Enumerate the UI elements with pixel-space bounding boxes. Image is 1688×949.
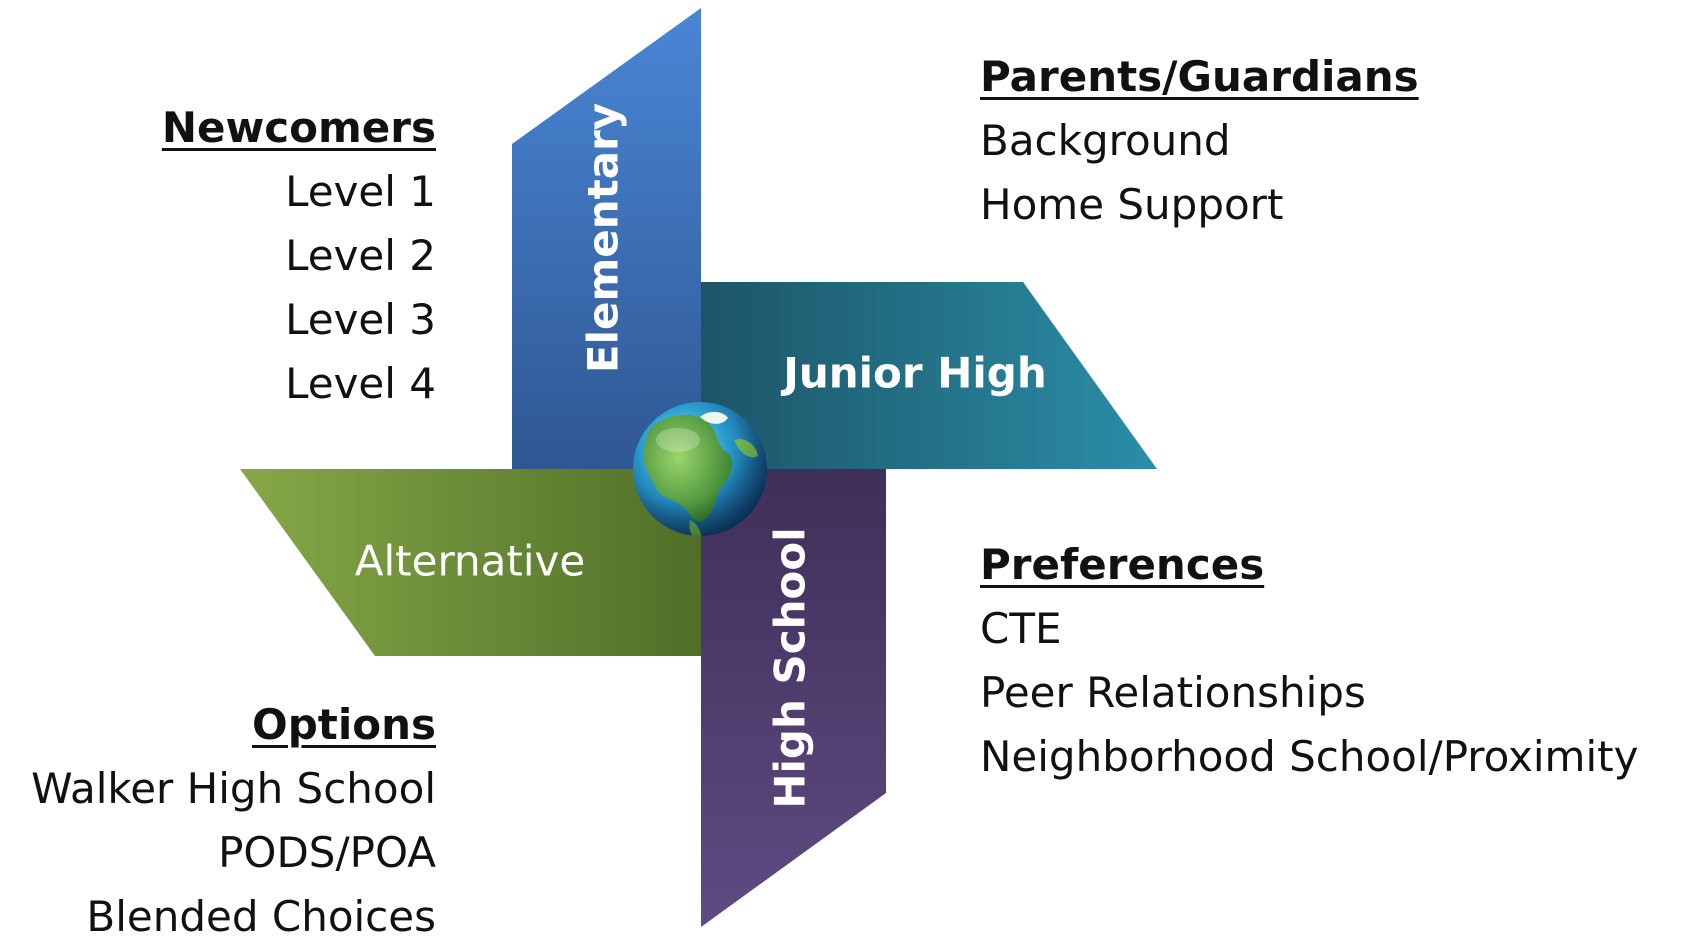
preferences-item: Neighborhood School/Proximity bbox=[980, 732, 1639, 781]
high-school-blade bbox=[701, 469, 886, 927]
parents-item: Home Support bbox=[980, 180, 1284, 229]
options-item: PODS/POA bbox=[218, 828, 436, 877]
newcomers-item: Level 1 bbox=[285, 167, 436, 216]
alternative-blade bbox=[240, 469, 701, 656]
options-item: Walker High School bbox=[31, 764, 436, 813]
options-block: Options Walker High School PODS/POA Blen… bbox=[31, 693, 436, 949]
high-school-label: High School bbox=[766, 527, 815, 808]
elementary-blade bbox=[512, 8, 701, 469]
parents-heading: Parents/Guardians bbox=[980, 52, 1419, 101]
junior-high-blade bbox=[701, 282, 1157, 469]
parents-item: Background bbox=[980, 116, 1231, 165]
preferences-item: CTE bbox=[980, 604, 1062, 653]
newcomers-item: Level 3 bbox=[285, 295, 436, 344]
preferences-block: Preferences CTE Peer Relationships Neigh… bbox=[980, 533, 1638, 789]
newcomers-block: Newcomers Level 1 Level 2 Level 3 Level … bbox=[162, 96, 436, 416]
options-item: Blended Choices bbox=[86, 892, 436, 941]
preferences-heading: Preferences bbox=[980, 540, 1265, 589]
newcomers-item: Level 4 bbox=[285, 359, 436, 408]
newcomers-heading: Newcomers bbox=[161, 103, 436, 152]
options-heading: Options bbox=[252, 700, 436, 749]
alternative-label: Alternative bbox=[355, 537, 585, 586]
elementary-label: Elementary bbox=[579, 103, 628, 373]
globe-icon bbox=[633, 402, 767, 536]
newcomers-item: Level 2 bbox=[285, 231, 436, 280]
preferences-item: Peer Relationships bbox=[980, 668, 1366, 717]
parents-block: Parents/Guardians Background Home Suppor… bbox=[980, 45, 1419, 237]
junior-high-label: Junior High bbox=[780, 349, 1047, 398]
